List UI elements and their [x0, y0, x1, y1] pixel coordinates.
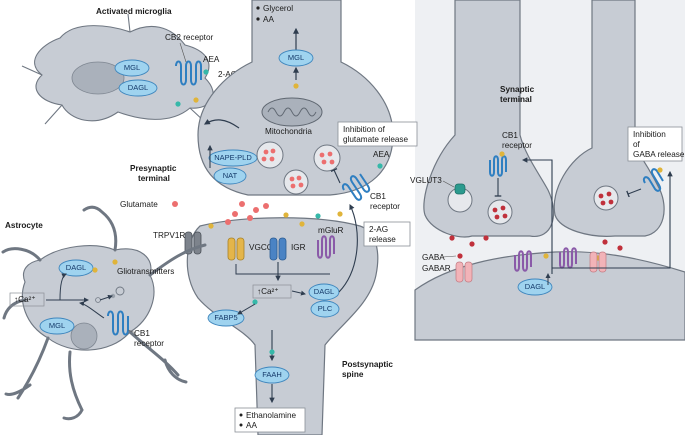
ethanolamine-aa-box: Ethanolamine AA: [234, 407, 306, 433]
dagl-post-label: DAGL: [314, 287, 334, 296]
dagl-microglia-label: DAGL: [128, 83, 148, 92]
glutamate-label: Glutamate: [120, 200, 158, 209]
cb1-receptor-astro-line1: CB1: [134, 329, 150, 338]
cb1-receptor-syn-line1: CB1: [502, 131, 518, 140]
nape-pld-enzyme: NAPE-PLD: [208, 149, 258, 167]
mitochondria-label: Mitochondria: [265, 127, 312, 136]
mgl-pre-label: MGL: [288, 53, 304, 62]
glycerol-aa-list: Glycerol AA: [256, 4, 293, 24]
presynaptic-terminal-label-line1: Presynaptic: [130, 164, 177, 173]
ca-astro-label: ↑Ca²⁺: [14, 295, 36, 304]
cb1-receptor-pre-line1: CB1: [370, 192, 386, 201]
inhibition-gaba-line2: of: [633, 140, 641, 149]
synaptic-terminal-line1: Synaptic: [500, 85, 535, 94]
gabar-receptor-left: [455, 261, 473, 283]
mgl-microglia-enzyme: MGL: [114, 59, 150, 77]
glycerol-label: Glycerol: [263, 4, 293, 13]
presynaptic-terminal-label-line2: terminal: [138, 174, 170, 183]
aea-top-label: AEA: [203, 55, 220, 64]
igr-receptor: [269, 237, 287, 261]
cb1-receptor-syn-line2: receptor: [502, 141, 532, 150]
fabp5-enzyme: FABP5: [207, 309, 245, 327]
mgl-astro-label: MGL: [49, 321, 65, 330]
cb1-receptor-astro-icon: [107, 310, 129, 336]
twoag-top-label: 2-AG: [218, 70, 237, 79]
cb1-receptor-pre-line2: receptor: [370, 202, 400, 211]
vglut3-transporter: [447, 183, 473, 213]
gaba-label: GABA: [422, 253, 445, 262]
cleft-neurotransmitters: [208, 201, 343, 229]
cb1-receptor-pre-icon: [341, 173, 371, 201]
gabar-receptor-right: [589, 251, 607, 273]
nat-label: NAT: [223, 171, 238, 180]
activated-microglia-label: Activated microglia: [96, 7, 172, 16]
inhibition-glutamate-box: Inhibition of glutamate release: [337, 121, 418, 147]
fabp5-label: FABP5: [214, 313, 237, 322]
synaptic-terminal-line2: terminal: [500, 95, 532, 104]
cb1-receptor-astro-line2: receptor: [134, 339, 164, 348]
synaptic-terminal-right-shape: [553, 0, 665, 237]
gliotransmitters-label: Gliotransmitters: [117, 267, 174, 276]
dagl-post-enzyme: DAGL: [308, 283, 340, 301]
dagl-microglia-enzyme: DAGL: [118, 79, 158, 97]
trpv1r-label: TRPV1R: [153, 231, 185, 240]
mgl-presynaptic-enzyme: MGL: [278, 49, 314, 67]
mitochondria-organelle: [261, 97, 323, 127]
vglut3-label: VGLUT3: [410, 176, 442, 185]
dagl-right-label: DAGL: [525, 282, 545, 291]
microglia-nucleus: [71, 61, 125, 95]
twoag-release-line1: 2-AG: [369, 225, 388, 234]
igr-label: IGR: [291, 243, 306, 252]
twoag-release-box: 2-AG release: [363, 221, 411, 247]
gaba-vesicle-left: [487, 199, 513, 225]
twoag-release-line2: release: [369, 235, 396, 244]
cb2-receptor-label: CB2 receptor: [165, 33, 214, 42]
inhibition-gaba-line3: GABA release: [633, 150, 685, 159]
dagl-right-enzyme: DAGL: [517, 278, 553, 296]
gabar-label: GABAR: [422, 264, 451, 273]
postsynaptic-spine-shape: [186, 217, 379, 435]
inhibition-glutamate-line1: Inhibition of: [343, 125, 386, 134]
nat-enzyme: NAT: [213, 167, 247, 185]
ca-post-label: ↑Ca²⁺: [257, 287, 279, 296]
mglur-receptor-right-icon: [514, 247, 577, 272]
glutamate-vesicles: [256, 141, 341, 195]
postsynaptic-spine-line2: spine: [342, 370, 364, 379]
inhibition-glutamate-line2: glutamate release: [343, 135, 409, 144]
gaba-vesicle-right: [593, 185, 619, 211]
mglur-receptor-icon: [317, 235, 335, 259]
mgl-astro-enzyme: MGL: [39, 317, 75, 335]
cb1-receptor-right-icon: [642, 168, 664, 192]
dagl-astro-enzyme: DAGL: [58, 259, 94, 277]
aa-bottom-label: AA: [246, 421, 257, 430]
aa-top-label: AA: [263, 15, 274, 24]
plc-enzyme: PLC: [310, 300, 340, 318]
ethanolamine-label: Ethanolamine: [246, 411, 297, 420]
vgcc-channel: [227, 237, 245, 261]
mgl-microglia-label: MGL: [124, 63, 140, 72]
synaptic-terminal-left-shape: [423, 0, 555, 238]
aea-right-label: AEA: [373, 150, 390, 159]
dagl-astro-label: DAGL: [66, 263, 86, 272]
nape-pld-label: NAPE-PLD: [214, 153, 252, 162]
mglur-label: mGluR: [318, 226, 344, 235]
vgcc-label: VGCC: [249, 243, 273, 252]
faah-label: FAAH: [262, 370, 282, 379]
inhibition-gaba-box: Inhibition of GABA release: [627, 126, 685, 162]
cb1-receptor-syn-icon: [489, 155, 507, 177]
astrocyte-label: Astrocyte: [5, 221, 43, 230]
postsynaptic-spine-line1: Postsynaptic: [342, 360, 393, 369]
plc-label: PLC: [318, 304, 333, 313]
astrocyte-nucleus: [70, 322, 98, 350]
cb2-receptor-icon: [175, 60, 202, 86]
inhibition-gaba-line1: Inhibition: [633, 130, 666, 139]
faah-enzyme: FAAH: [254, 366, 290, 384]
